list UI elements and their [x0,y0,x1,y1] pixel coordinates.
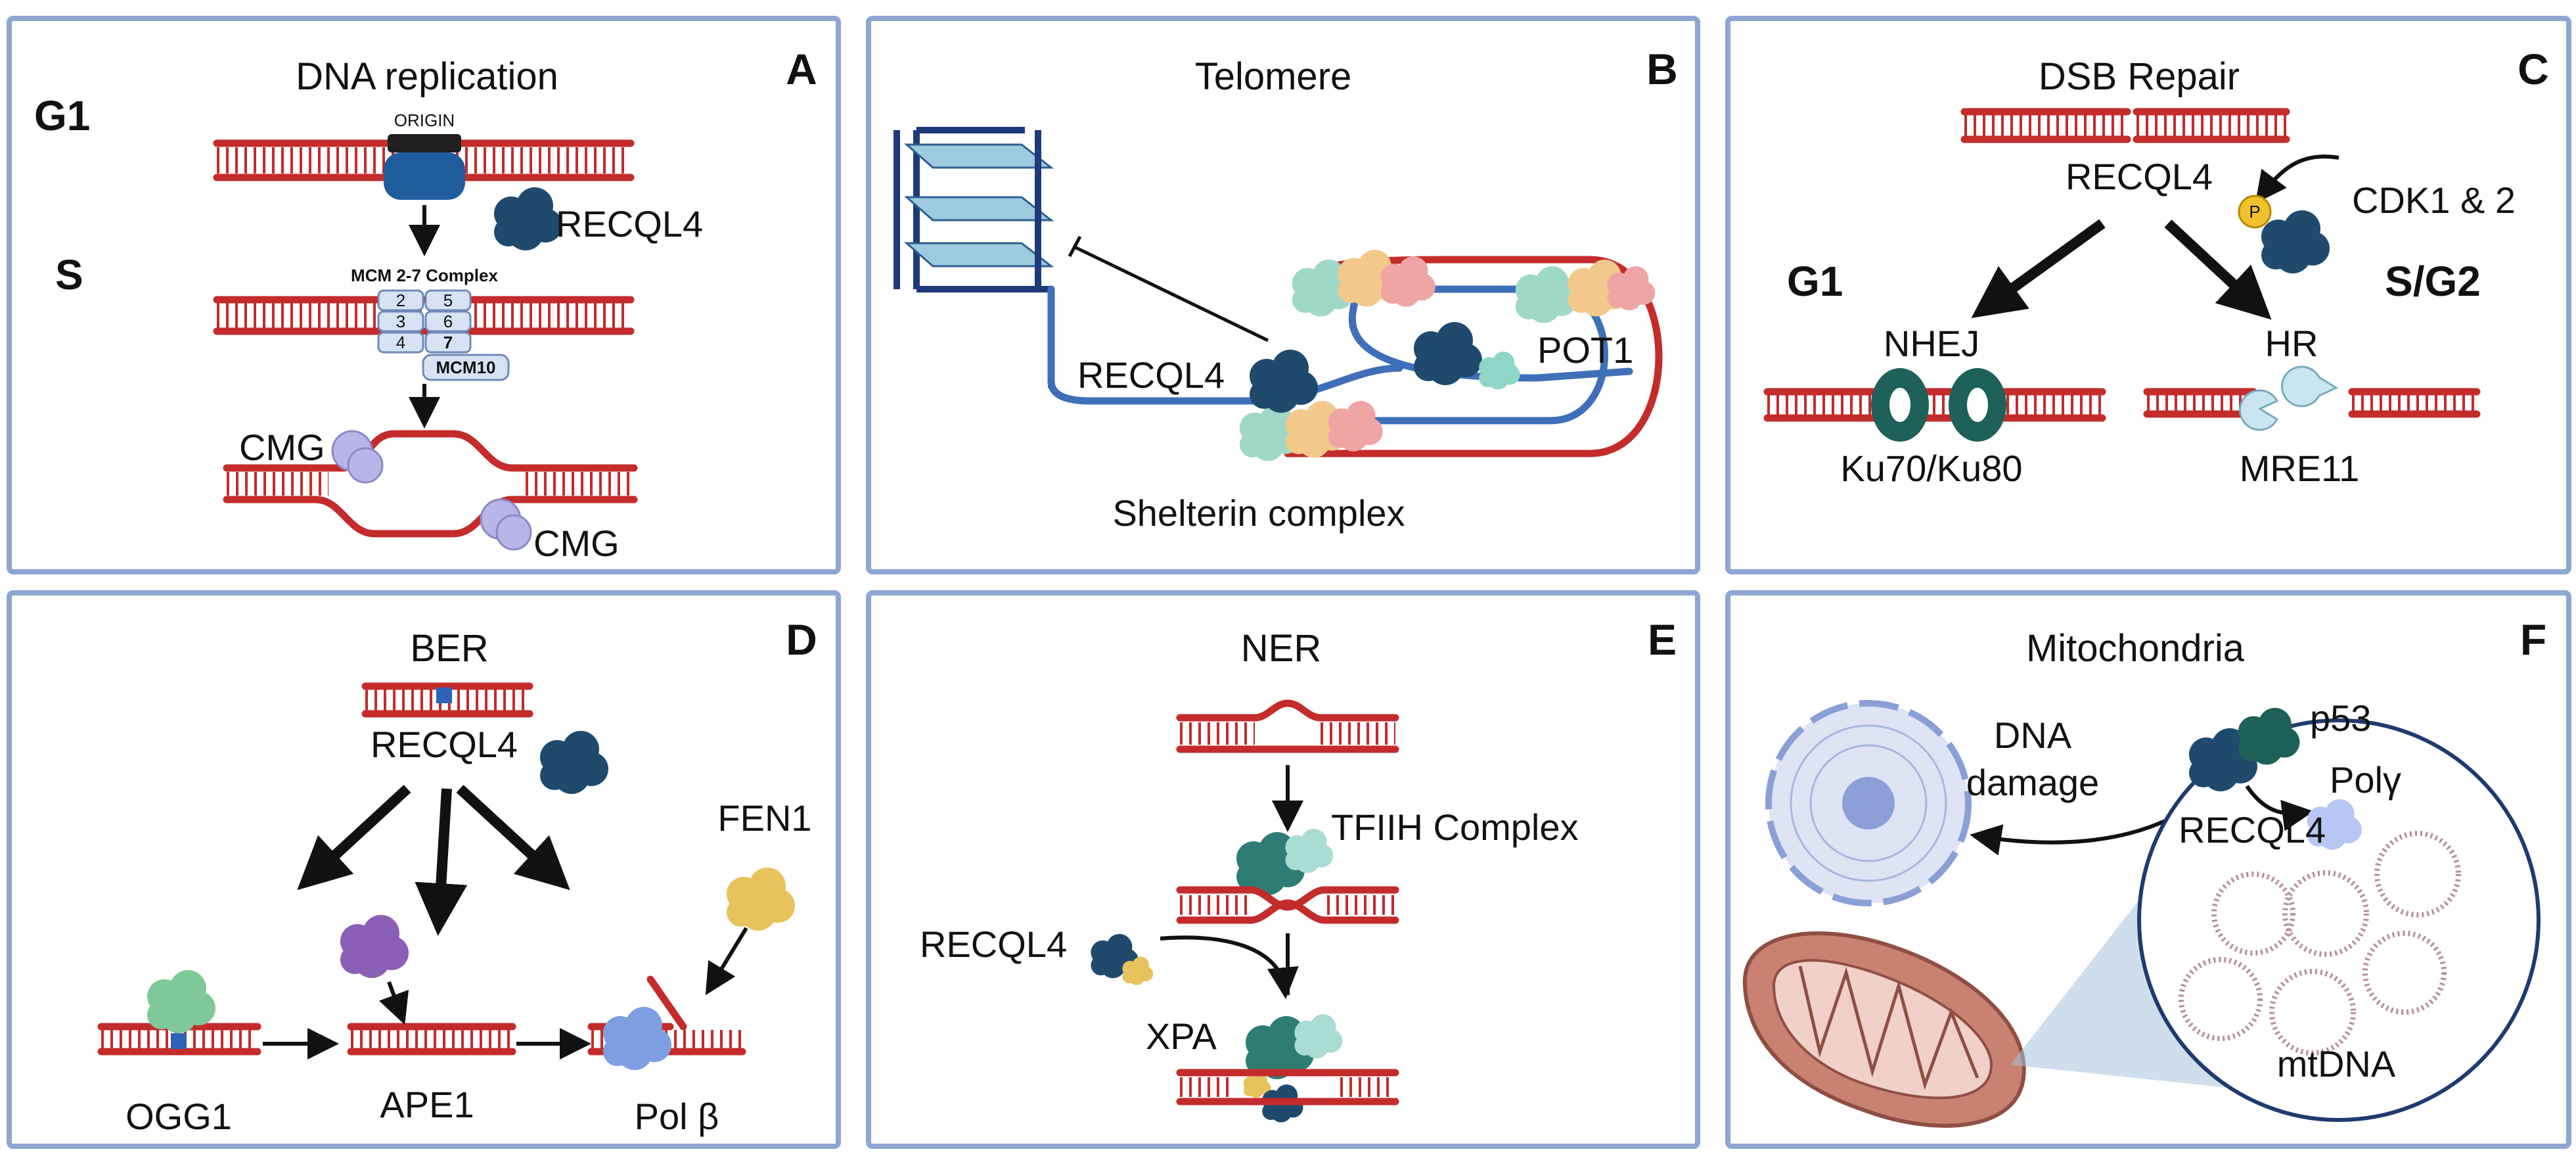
hr-label: HR [2265,323,2318,364]
panel-f-recql4-label: RECQL4 [2179,809,2326,850]
arrow-to-hr [2164,220,2272,320]
arrow-to-ogg1 [297,785,411,891]
panel-e-recql4-label: RECQL4 [920,923,1067,965]
arrow-to-nhej [1971,219,2106,319]
p53-label: p53 [2310,697,2371,739]
damaged-base-icon [436,687,452,703]
mcm-subunit-7: 7 [443,333,453,352]
ape1-label: APE1 [380,1084,474,1125]
mtdna-label: mtDNA [2277,1043,2396,1084]
panel-d-title: BER [410,627,488,670]
panel-c: DSB Repair C RECQL4 CDK1 & 2 P G1 S/G2 N… [1725,16,2571,574]
pot1-label: POT1 [1537,329,1633,371]
panel-a: DNA replication A G1 S ORIGIN RECQL4 MCM… [7,16,841,574]
panel-c-recql4-label: RECQL4 [2066,156,2213,197]
panel-d-letter: D [786,615,817,664]
panel-f: Mitochondria F DNA damage [1725,590,2571,1149]
tfiih-label: TFIIH Complex [1331,806,1579,848]
mcm10-label: MCM10 [436,358,495,377]
panel-a-recql4-label: RECQL4 [556,203,703,244]
nucleus-icon [1765,700,1972,906]
telomere-single-strand [1047,285,1252,405]
mre11-pacman-icon [2239,365,2339,431]
panel-b-recql4-label: RECQL4 [1077,354,1225,396]
arrow-to-polb [456,785,570,891]
mcm-subunit-5: 5 [443,291,453,310]
panel-e: NER E TFIIH Complex RECQL4 XPA [866,590,1700,1149]
mcm-hexamer-icon [377,289,472,354]
xpa-dna-icon [1176,1069,1399,1106]
arrow-recql4-to-xpa [1160,935,1299,999]
panel-e-letter: E [1648,615,1677,664]
panel-c-g1-label: G1 [1787,258,1843,305]
mcm-complex-label: MCM 2-7 Complex [351,266,498,285]
panel-a-letter: A [786,45,817,93]
arrow-cdk-to-recql4 [2255,154,2339,204]
ku-label: Ku70/Ku80 [1840,448,2022,489]
panel-c-title: DSB Repair [2039,55,2240,98]
phase-s-label: S [55,251,83,298]
cmg-left-label: CMG [239,427,325,468]
dna-damage-label-line1: DNA [1994,714,2072,756]
panel-f-title: Mitochondria [2026,627,2245,670]
panel-c-sg2-label: S/G2 [2385,258,2481,305]
arrow-to-ape1 [415,788,468,936]
shelterin-label: Shelterin complex [1112,492,1405,534]
arrow-recql4-to-poly [2245,785,2314,831]
origin-label: ORIGIN [394,110,455,130]
xpa-label: XPA [1146,1015,1217,1057]
ku-ring-icon [1871,368,2006,442]
mtdna-circle-icon [2179,831,2461,1056]
panel-a-title: DNA replication [296,55,558,98]
mcm-subunit-6: 6 [443,312,453,331]
bubble-dna-2-icon [1176,886,1399,924]
arrow-ape1-to-dna [378,981,409,1025]
phase-g1-label: G1 [34,92,90,139]
panel-d-recql4-label: RECQL4 [371,724,518,765]
ogg1-damaged-base-icon [171,1033,187,1049]
phosphate-icon [2238,195,2272,229]
nhej-label: NHEJ [1884,323,1979,364]
cdk-label: CDK1 & 2 [2352,179,2516,221]
mitochondrion-icon [1742,931,2026,1128]
panel-c-frame [1725,16,2571,574]
panel-b: Telomere B [866,16,1700,574]
phosphate-label: P [2249,202,2260,221]
panel-d-frame [7,590,841,1149]
panel-b-title: Telomere [1195,55,1352,98]
mcm-subunit-2: 2 [396,291,405,310]
inhibition-bar [1068,235,1082,258]
polb-label: Pol β [635,1096,719,1137]
fen1-label: FEN1 [717,797,811,839]
mtdna-zoom-circle-icon [2137,718,2541,1122]
poly-label: Polγ [2330,759,2401,801]
panel-b-frame [866,16,1700,574]
panel-c-letter: C [2518,45,2549,93]
inhibition-line [1073,245,1269,342]
panel-f-letter: F [2520,615,2546,664]
cmg-right-label: CMG [533,523,620,564]
broken-dna-icon [1960,108,2290,143]
panel-b-letter: B [1646,45,1678,93]
cmg-helicase-icon [331,430,532,551]
bubble-dna-icon [1176,699,1399,753]
damaged-dna-icon [361,682,533,718]
panel-e-title: NER [1241,627,1321,670]
hr-dna-icon [2143,388,2481,418]
mcm10-badge [422,354,510,381]
arrow-fen1 [705,927,748,996]
mre11-label: MRE11 [2240,448,2360,489]
ogg1-label: OGG1 [125,1096,232,1137]
mcm-subunit-3: 3 [396,312,405,331]
nhej-dna-icon [1763,388,2106,422]
origin-complex-icon [384,134,465,200]
panel-d: BER D RECQL4 FEN1 [7,590,841,1149]
dna-damage-label-line2: damage [1966,762,2099,803]
mcm-subunit-4: 4 [396,333,405,352]
